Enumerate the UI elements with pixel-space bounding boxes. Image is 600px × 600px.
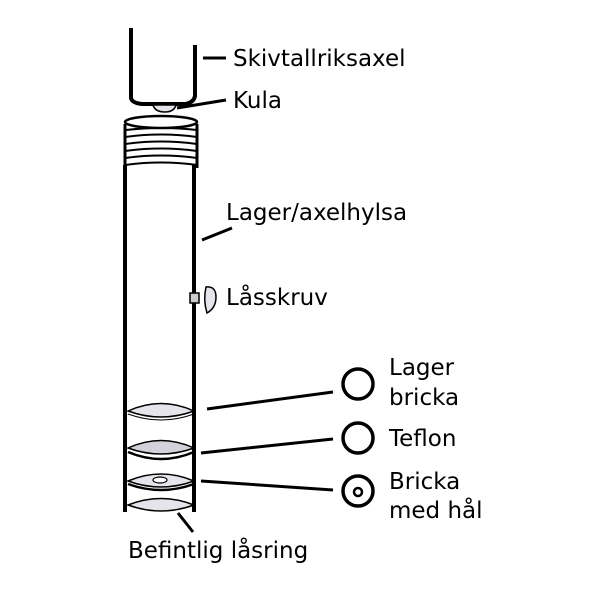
spindle xyxy=(129,28,197,106)
sleeve-threads xyxy=(123,114,199,168)
teflon-washer xyxy=(126,439,196,461)
washer-hole-center-icon xyxy=(352,486,364,498)
label-bearing-sleeve: Lager/axelhylsa xyxy=(226,200,407,226)
label-teflon: Teflon xyxy=(388,426,456,452)
ball xyxy=(152,104,177,113)
label-washer-hole-1: Bricka xyxy=(389,469,460,495)
teflon-washer-icon xyxy=(341,421,375,455)
label-lock-screw: Låsskruv xyxy=(226,283,328,311)
existing-lock-ring xyxy=(125,497,197,512)
label-ball: Kula xyxy=(233,88,282,114)
label-spindle: Skivtallriksaxel xyxy=(233,46,406,72)
leader-lines xyxy=(176,56,334,533)
washer-with-hole xyxy=(125,473,197,492)
label-bearing-washer-1: Lager xyxy=(389,355,455,381)
bearing-sleeve xyxy=(123,165,196,512)
bearing-washer-icon xyxy=(341,367,375,401)
washer-with-hole-icon xyxy=(341,474,375,508)
label-washer-hole-2: med hål xyxy=(389,496,483,524)
lock-screw xyxy=(189,286,217,315)
label-bearing-washer-2: bricka xyxy=(389,385,459,411)
label-existing-lock-ring: Befintlig låsring xyxy=(128,536,308,564)
bearing-washer xyxy=(126,402,196,421)
